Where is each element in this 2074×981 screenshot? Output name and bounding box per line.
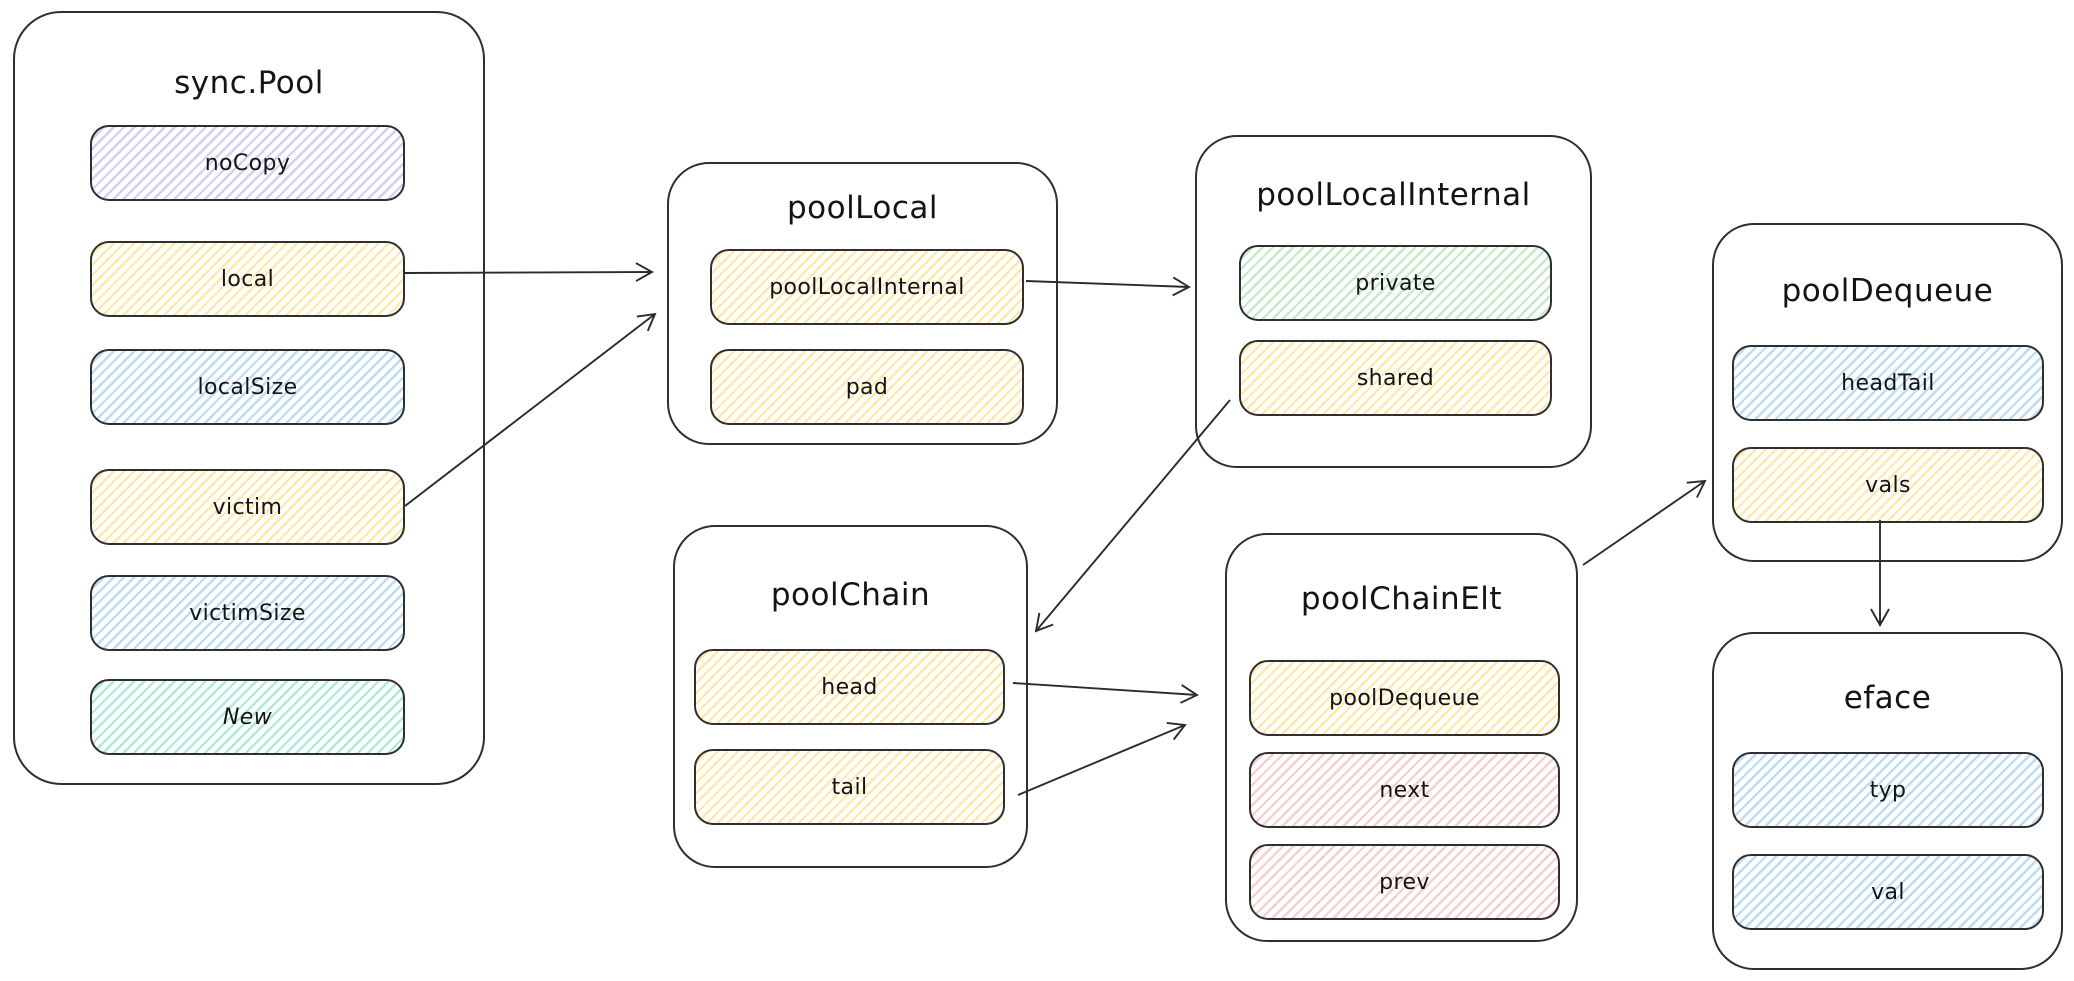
field-new: New [90, 679, 405, 755]
field-poollocalinternal: poolLocalInternal [710, 249, 1024, 325]
arrow-poolchainelt-to-pooldequeue [1582, 479, 1707, 566]
field-victimsize: victimSize [90, 575, 405, 651]
struct-title-pool-local-internal: poolLocalInternal [1256, 177, 1531, 213]
field-vals: vals [1732, 447, 2044, 523]
field-head: head [694, 649, 1005, 725]
field-pooldequeue: poolDequeue [1249, 660, 1560, 736]
field-tail: tail [694, 749, 1005, 825]
field-pad: pad [710, 349, 1024, 425]
field-localsize: localSize [90, 349, 405, 425]
field-shared: shared [1239, 340, 1552, 416]
field-victim: victim [90, 469, 405, 545]
struct-title-pool-dequeue: poolDequeue [1781, 273, 1994, 309]
field-next: next [1249, 752, 1560, 828]
field-val: val [1732, 854, 2044, 930]
struct-title-sync-pool: sync.Pool [174, 65, 324, 101]
struct-box-sync-pool: sync.Pool noCopy local localSize victim … [13, 11, 485, 785]
field-nocopy: noCopy [90, 125, 405, 201]
struct-box-eface: eface typ val [1712, 632, 2063, 970]
field-local: local [90, 241, 405, 317]
struct-box-pool-dequeue: poolDequeue headTail vals [1712, 223, 2063, 562]
struct-box-pool-local: poolLocal poolLocalInternal pad [667, 162, 1058, 445]
struct-title-pool-chain: poolChain [770, 577, 931, 613]
struct-title-pool-chain-elt: poolChainElt [1300, 581, 1503, 617]
struct-title-pool-local: poolLocal [786, 190, 939, 226]
struct-box-pool-local-internal: poolLocalInternal private shared [1195, 135, 1592, 468]
struct-box-pool-chain: poolChain head tail [673, 525, 1028, 868]
arrow-head-to-poolchainelt [1012, 682, 1199, 704]
field-private: private [1239, 245, 1552, 321]
struct-box-pool-chain-elt: poolChainElt poolDequeue next prev [1225, 533, 1578, 942]
struct-title-eface: eface [1843, 680, 1932, 716]
arrow-tail-to-poolchainelt [1017, 721, 1187, 796]
field-prev: prev [1249, 844, 1560, 920]
field-typ: typ [1732, 752, 2044, 828]
field-headtail: headTail [1732, 345, 2044, 421]
